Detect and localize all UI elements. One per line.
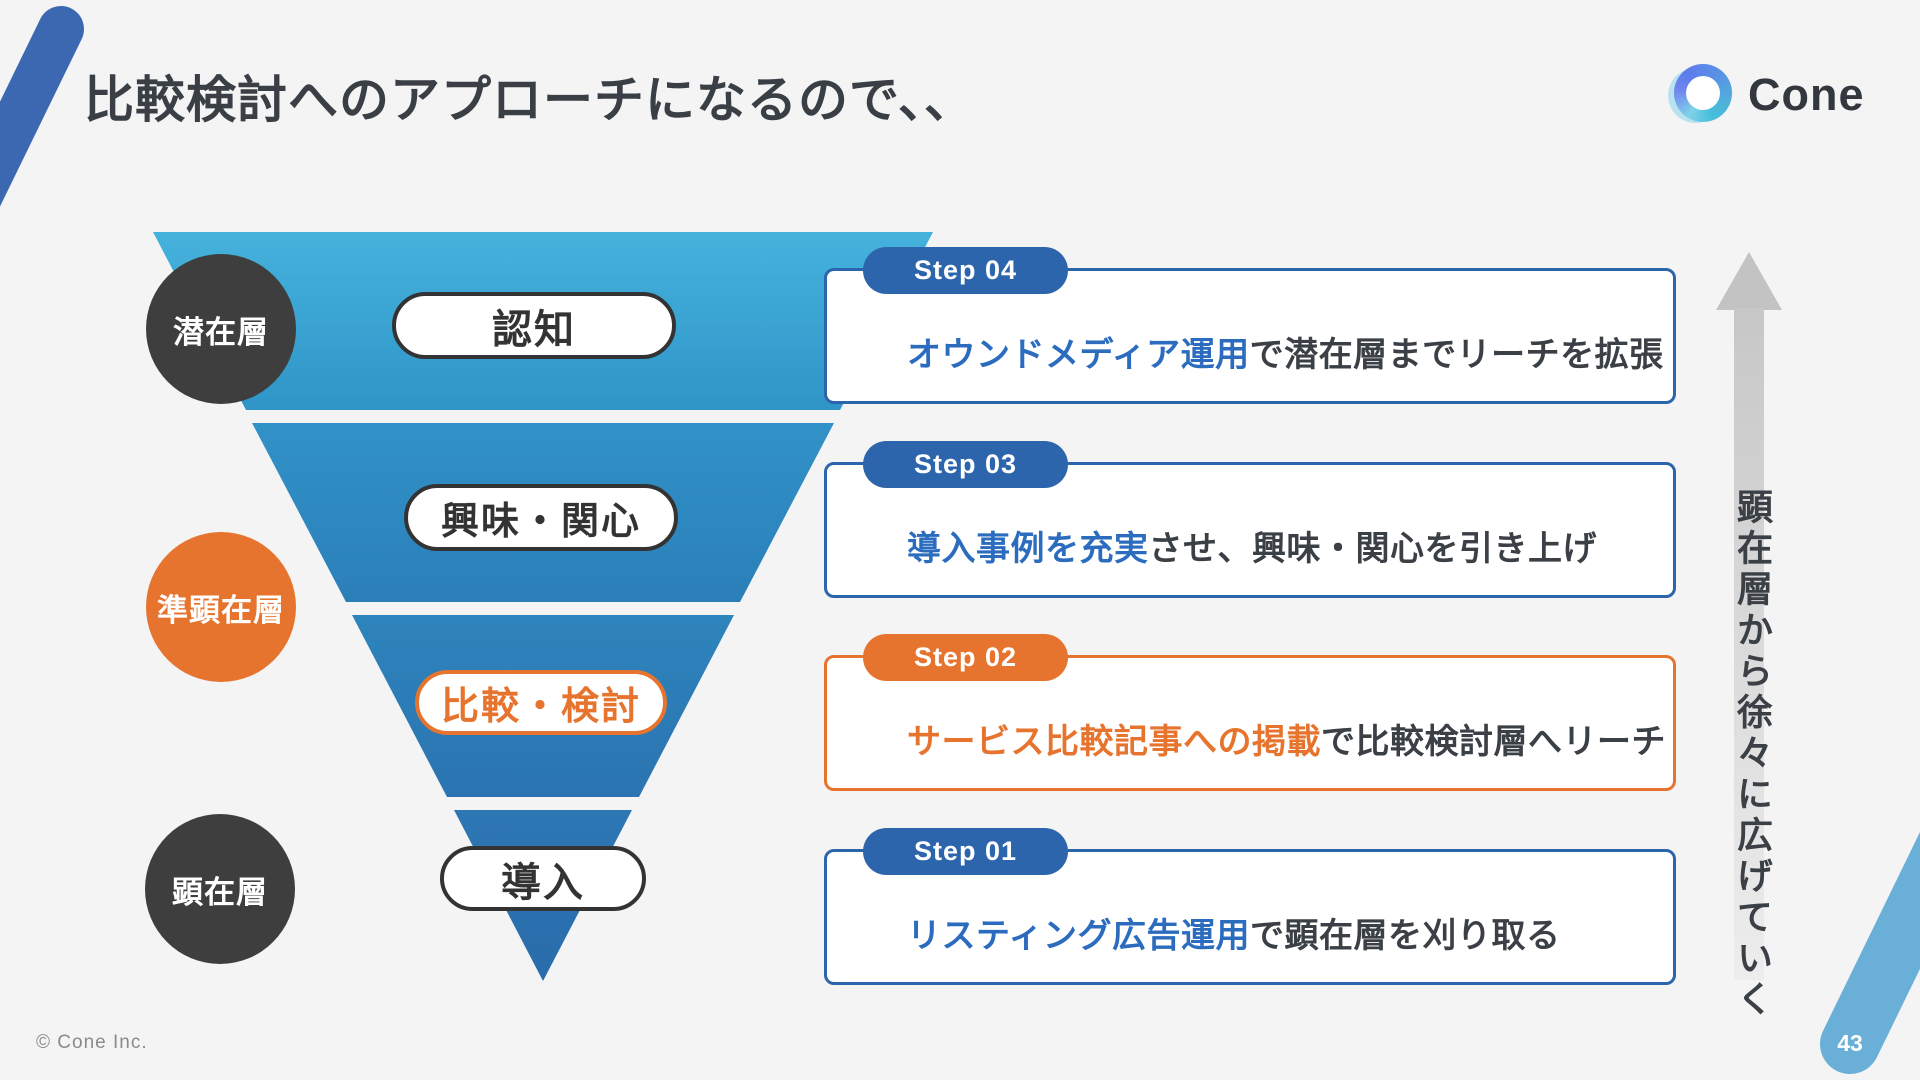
slide-title: 比較検討へのアプローチになるので、、	[84, 72, 975, 128]
step-badge: Step 03	[863, 441, 1068, 488]
step-highlight-text: サービス比較記事への掲載	[907, 722, 1321, 761]
audience-circle-latent: 潜在層	[146, 254, 296, 404]
step-box-04: Step 04 オウンドメディア運用で潜在層までリーチを拡張	[824, 247, 1676, 404]
audience-label: 潜在層	[173, 314, 269, 350]
stage-pill-interest: 興味・関心	[404, 484, 678, 551]
step-rest-text: で潜在層までリーチを拡張	[1249, 335, 1664, 374]
step-description: リスティング広告運用で顕在層を刈り取る	[907, 908, 1560, 957]
step-description: オウンドメディア運用で潜在層までリーチを拡張	[907, 327, 1664, 376]
stage-label: 比較・検討	[440, 686, 641, 728]
stage-label: 認知	[492, 307, 576, 352]
page-number: 43	[1837, 1030, 1863, 1056]
up-arrow-icon	[1716, 252, 1782, 310]
stage-label: 導入	[501, 860, 585, 905]
audience-circle-semi-apparent: 準顕在層	[146, 532, 296, 682]
step-badge: Step 01	[863, 828, 1068, 875]
cone-logo: Cone	[1668, 64, 1865, 126]
step-description: サービス比較記事への掲載で比較検討層へリーチ	[907, 714, 1666, 763]
stage-pill-adoption: 導入	[440, 846, 646, 911]
step-rest-text: で顕在層を刈り取る	[1249, 916, 1561, 955]
step-rest-text: させ、興味・関心を引き上げ	[1148, 529, 1597, 568]
corner-stripe-top-left	[0, 0, 92, 235]
stage-label: 興味・関心	[440, 501, 641, 543]
audience-label: 顕在層	[172, 874, 268, 910]
stage-pill-comparison: 比較・検討	[415, 670, 667, 735]
cone-logo-icon	[1668, 64, 1732, 126]
logo-ring-shape	[1674, 64, 1732, 122]
step-highlight-text: リスティング広告運用	[907, 916, 1250, 955]
audience-label: 準顕在層	[157, 592, 285, 628]
logo-wordmark: Cone	[1748, 69, 1865, 120]
step-box-01: Step 01 リスティング広告運用で顕在層を刈り取る	[824, 828, 1676, 985]
up-arrow-shaft	[1734, 308, 1764, 980]
step-rest-text: で比較検討層へリーチ	[1321, 722, 1666, 761]
audience-circle-apparent: 顕在層	[145, 814, 295, 964]
step-badge: Step 02	[863, 634, 1068, 681]
step-badge: Step 04	[863, 247, 1068, 294]
step-highlight-text: 導入事例を充実	[907, 529, 1149, 568]
stage-pill-awareness: 認知	[392, 292, 676, 359]
step-box-03: Step 03 導入事例を充実させ、興味・関心を引き上げ	[824, 441, 1676, 598]
step-box-02: Step 02 サービス比較記事への掲載で比較検討層へリーチ	[824, 634, 1676, 791]
step-highlight-text: オウンドメディア運用	[907, 335, 1250, 374]
side-note-vertical-text: 顕在層から徐々に広げていく	[1732, 488, 1773, 1021]
copyright: © Cone Inc.	[36, 1032, 148, 1053]
step-description: 導入事例を充実させ、興味・関心を引き上げ	[907, 521, 1597, 570]
